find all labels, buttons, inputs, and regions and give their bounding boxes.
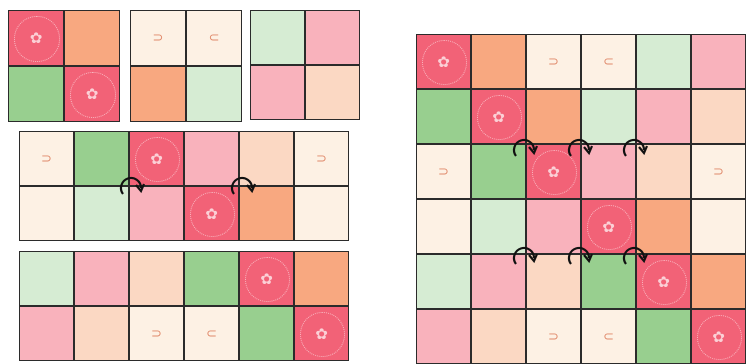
tile-strip-bottom-tile	[239, 251, 294, 306]
tile-big-grid-tile: ⊃	[526, 309, 581, 364]
open-arrow-right-glyph: ⊂	[185, 327, 238, 340]
clockwise-rotation-arrow-icon	[117, 170, 147, 200]
tile-strip-bottom-tile	[239, 306, 294, 361]
tile-big-grid-tile	[416, 254, 471, 309]
tile-block-a-tile	[8, 66, 64, 122]
tile-big-grid-tile	[691, 309, 746, 364]
tile-big-grid-tile	[416, 34, 471, 89]
tile-big-grid-tile	[416, 309, 471, 364]
tile-big-grid-tile	[691, 254, 746, 309]
open-arrow-right-glyph: ⊂	[582, 55, 635, 68]
tile-big-grid-tile: ⊃	[526, 34, 581, 89]
tile-strip-bottom-tile	[184, 251, 239, 306]
tile-strip-bottom-tile	[19, 306, 74, 361]
tile-strip-bottom-tile: ⊂	[184, 306, 239, 361]
clockwise-rotation-arrow-icon	[510, 240, 540, 270]
tile-big-grid-tile	[471, 309, 526, 364]
tile-big-grid-tile	[471, 34, 526, 89]
open-arrow-left-glyph: ⊃	[692, 165, 745, 178]
tile-block-b-tile	[130, 66, 186, 122]
tile-strip-bottom-tile: ⊃	[129, 306, 184, 361]
clockwise-rotation-arrow-icon	[620, 240, 650, 270]
tile-big-grid-tile: ⊂	[581, 34, 636, 89]
tile-big-grid-tile: ⊃	[416, 144, 471, 199]
open-arrow-right-glyph: ⊂	[582, 330, 635, 343]
open-arrow-left-glyph: ⊃	[417, 165, 470, 178]
tile-big-grid-tile	[636, 309, 691, 364]
open-arrow-left-glyph: ⊃	[130, 327, 183, 340]
tile-big-grid-tile	[691, 199, 746, 254]
clockwise-rotation-arrow-icon	[565, 132, 595, 162]
tile-big-grid-tile	[416, 89, 471, 144]
tile-big-grid-tile: ⊃	[691, 144, 746, 199]
tile-block-c-tile	[250, 10, 305, 65]
tile-block-b-tile: ⊃	[130, 10, 186, 66]
tile-big-grid-tile	[636, 34, 691, 89]
tile-block-a-tile	[8, 10, 64, 66]
clockwise-rotation-arrow-icon	[620, 132, 650, 162]
open-arrow-left-glyph: ⊃	[527, 330, 580, 343]
open-arrow-left-glyph: ⊃	[295, 152, 348, 165]
tile-block-a-tile	[64, 10, 120, 66]
tile-block-c-tile	[250, 65, 305, 120]
tile-strip-bottom-tile	[74, 306, 129, 361]
tile-big-grid-tile	[691, 34, 746, 89]
tile-block-c-tile	[305, 10, 360, 65]
clockwise-rotation-arrow-icon	[228, 170, 258, 200]
tile-strip-bottom-tile	[294, 306, 349, 361]
tile-block-b-tile	[186, 66, 242, 122]
clockwise-rotation-arrow-icon	[565, 240, 595, 270]
clockwise-rotation-arrow-icon	[510, 132, 540, 162]
tile-strip-bottom-tile	[294, 251, 349, 306]
tile-strip-middle-tile	[19, 186, 74, 241]
open-arrow-left-glyph: ⊃	[527, 55, 580, 68]
tile-block-a-tile	[64, 66, 120, 122]
tile-block-b-tile: ⊂	[186, 10, 242, 66]
tile-strip-middle-tile: ⊃	[294, 131, 349, 186]
tile-strip-middle-tile: ⊃	[19, 131, 74, 186]
tile-strip-bottom-tile	[19, 251, 74, 306]
tile-big-grid-tile	[416, 199, 471, 254]
open-arrow-left-glyph: ⊃	[20, 152, 73, 165]
tile-strip-bottom-tile	[74, 251, 129, 306]
tile-big-grid-tile	[691, 89, 746, 144]
tile-strip-middle-tile	[294, 186, 349, 241]
open-arrow-left-glyph: ⊃	[131, 32, 185, 45]
tile-strip-bottom-tile	[129, 251, 184, 306]
tile-big-grid-tile: ⊂	[581, 309, 636, 364]
tile-block-c-tile	[305, 65, 360, 120]
open-arrow-right-glyph: ⊂	[187, 32, 241, 45]
